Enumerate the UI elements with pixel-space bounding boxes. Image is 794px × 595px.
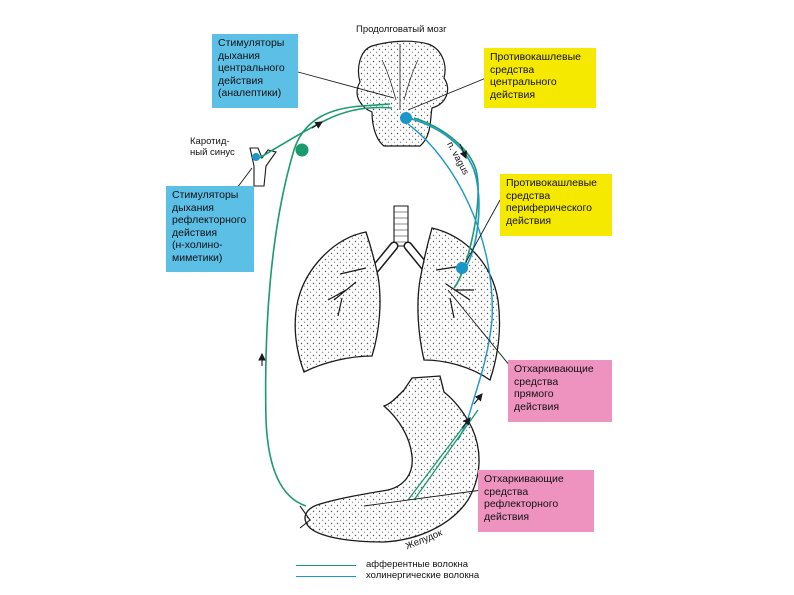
afferent-fiber-carotid (255, 106, 393, 161)
carotid-receptor-dot (252, 153, 260, 161)
direct-expectorants-box: Отхаркивающие средства прямого действия (508, 360, 612, 422)
box-line: миметики) (172, 251, 223, 264)
box-line: дыхания (218, 49, 260, 62)
box-line: Противокашлевые (506, 177, 597, 189)
reflex-stimulants-box: Стимуляторы дыхания рефлекторного действ… (166, 186, 254, 272)
box-line: Отхаркивающие (484, 473, 564, 485)
right-lung (417, 227, 501, 382)
box-line: средства (490, 63, 535, 76)
box-line: действия (514, 400, 560, 413)
box-line: действия (506, 214, 552, 227)
carotid-label: Каротид- ный синус (190, 136, 235, 158)
box-line: центрального (490, 76, 557, 88)
box-line: центрального (218, 62, 285, 74)
box-line: периферического (506, 202, 592, 214)
carotid-label-line2: ный синус (190, 147, 235, 158)
box-line: Противокашлевые (490, 51, 581, 63)
box-line: (аналептики) (218, 87, 282, 99)
box-line: средства (506, 189, 551, 202)
legend-cholinergic-line (296, 576, 356, 577)
medulla-label: Продолговатый мозг (356, 24, 447, 35)
box-line: Отхаркивающие (514, 363, 594, 375)
legend-cholinergic-label: холинергические волокна (366, 570, 480, 581)
reflex-expectorants-box: Отхаркивающие средства рефлекторного дей… (478, 470, 594, 532)
vagus-fiber (407, 117, 480, 271)
box-line: рефлекторного (484, 498, 559, 510)
afferent-fiber-lung (413, 117, 479, 289)
central-receptor-dot (400, 112, 412, 124)
legend-afferent-label: афферентные волокна (366, 559, 468, 570)
lung-receptor-dot (456, 262, 468, 274)
central-stimulants-box: Стимуляторы дыхания центрального действи… (212, 34, 298, 108)
box-line: действия (172, 226, 218, 239)
box-line: рефлекторного (172, 214, 247, 226)
box-line: Стимуляторы (172, 189, 239, 201)
box-line: Стимуляторы (218, 37, 285, 49)
carotid-label-line1: Каротид- (190, 136, 230, 147)
box-line: дыхания (172, 201, 214, 214)
box-line: действия (484, 510, 530, 523)
central-antitussives-box: Противокашлевые средства центрального де… (484, 48, 596, 108)
ganglion-dot (295, 143, 309, 157)
left-lung (294, 231, 381, 373)
box-line: действия (218, 74, 264, 87)
box-line: (н-холино- (172, 239, 223, 251)
box-line: действия (490, 88, 536, 101)
stomach (304, 375, 480, 543)
legend-afferent-line (296, 565, 356, 566)
box-line: средства (484, 485, 529, 498)
peripheral-antitussives-box: Противокашлевые средства периферического… (500, 174, 612, 236)
afferent-fiber-stomach (264, 103, 391, 507)
medulla-oblongata (356, 40, 449, 147)
box-line: прямого (514, 388, 554, 400)
box-line: средства (514, 375, 559, 388)
